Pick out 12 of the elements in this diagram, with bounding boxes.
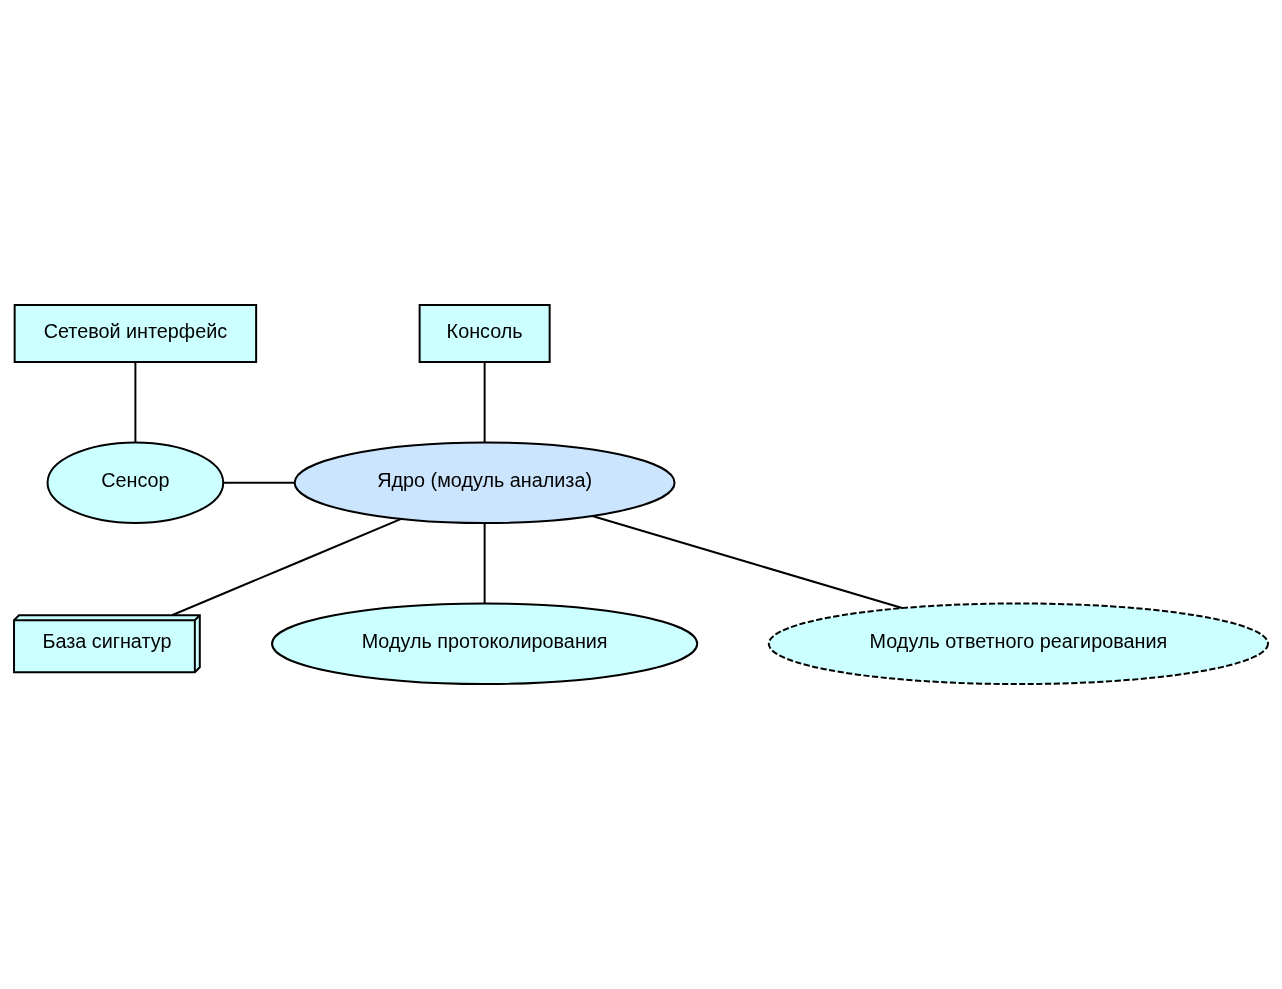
connector: [222, 481, 296, 484]
connector: [591, 514, 904, 609]
node-ellipse: Ядро (модуль анализа): [293, 441, 676, 524]
connector: [134, 360, 137, 444]
connector: [170, 517, 403, 617]
node-ellipse: Модуль ответного реагирования: [767, 602, 1269, 686]
node-ellipse: Модуль протоколирования: [271, 602, 699, 686]
node-box: Консоль: [418, 303, 551, 363]
connector: [483, 360, 486, 444]
connector: [483, 522, 486, 605]
node-ellipse: Сенсор: [46, 441, 225, 524]
node-box: Сетевой интерфейс: [13, 303, 258, 363]
